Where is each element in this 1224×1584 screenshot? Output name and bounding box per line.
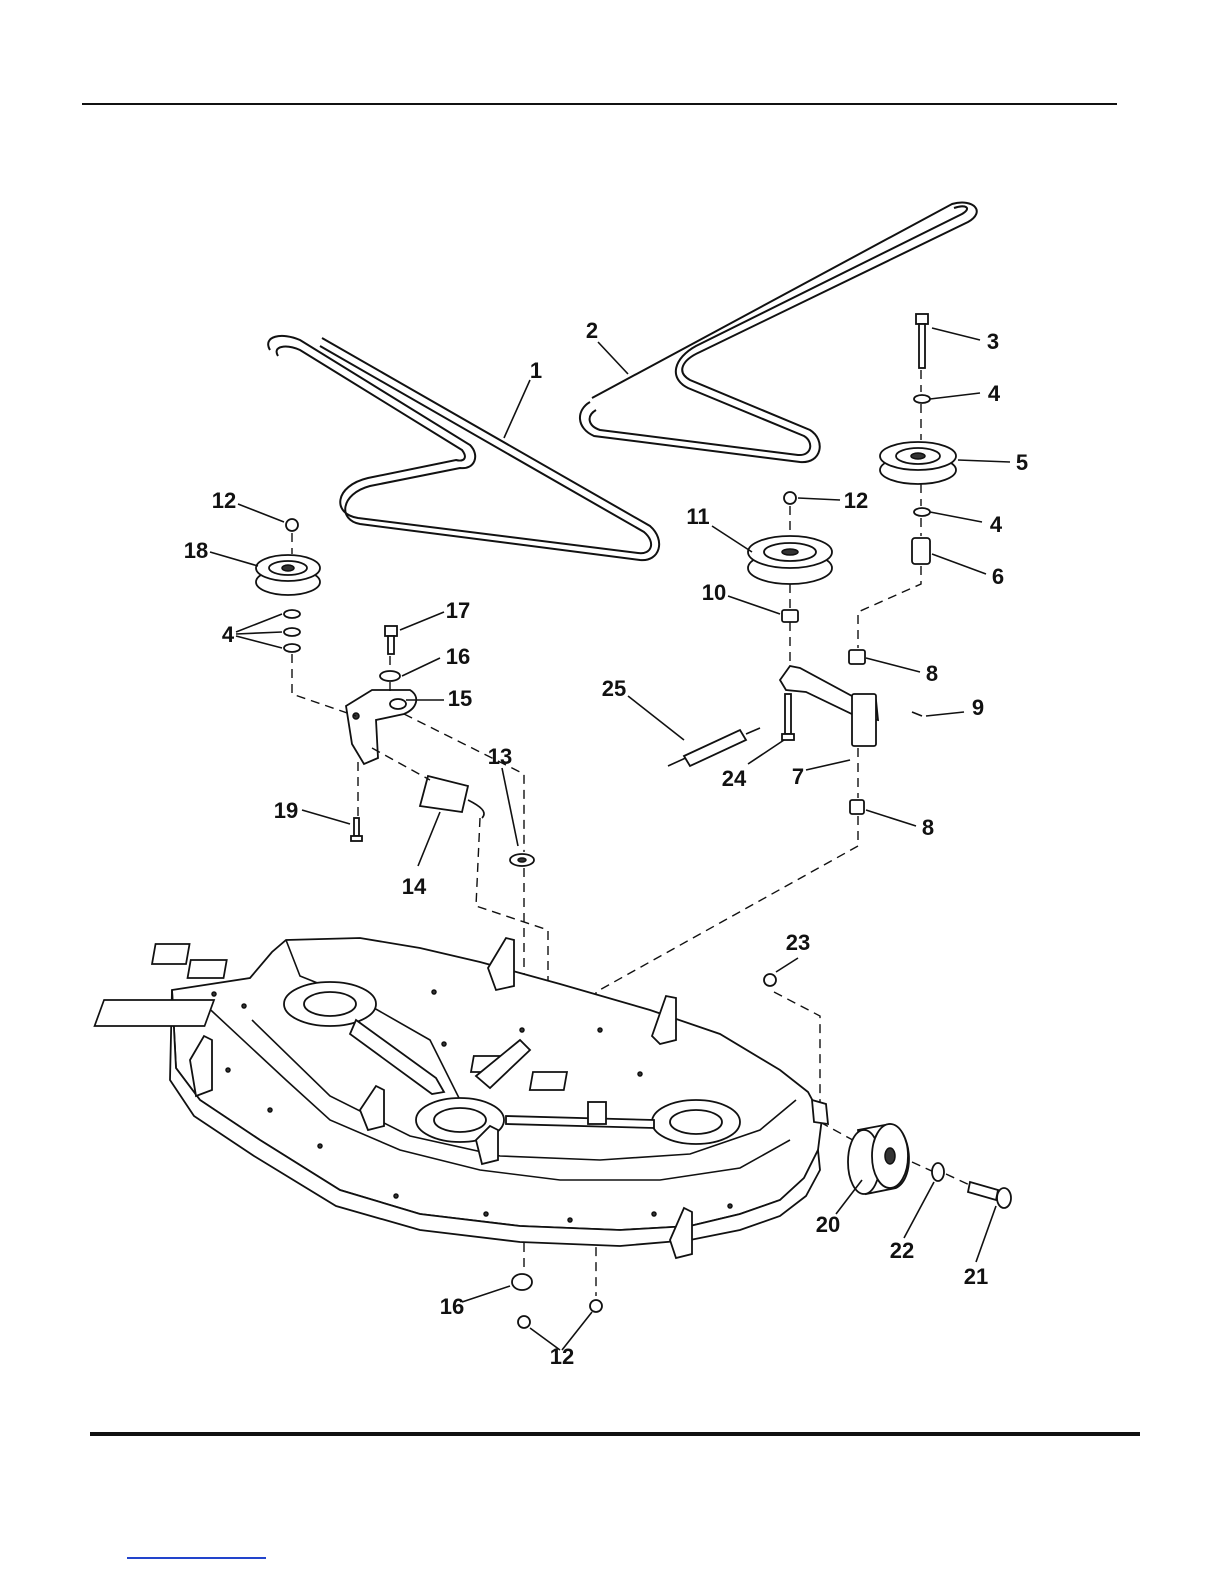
callout-12: 12 [212, 488, 236, 513]
callout-18: 18 [184, 538, 208, 563]
spring-25 [668, 728, 760, 766]
washer-22 [932, 1163, 944, 1181]
callout-16: 16 [446, 644, 470, 669]
callout-15: 15 [448, 686, 472, 711]
callout-8: 8 [922, 815, 934, 840]
bolt-21 [968, 1182, 1011, 1208]
pulley-11 [748, 536, 832, 584]
callout-6: 6 [992, 564, 1004, 589]
callout-13: 13 [488, 744, 512, 769]
washer-4-left-2 [284, 628, 300, 636]
callout-2: 2 [586, 318, 598, 343]
washer-4-lower [914, 508, 930, 516]
callout-16: 16 [440, 1294, 464, 1319]
callout-19: 19 [274, 798, 298, 823]
bushing-8-lower [850, 800, 864, 814]
nut-12-center [784, 492, 796, 504]
nut-12-bottom-right [590, 1300, 602, 1312]
spacer-6 [912, 538, 930, 564]
nut-23 [764, 974, 776, 986]
callout-5: 5 [1016, 450, 1028, 475]
washer-16-upper [380, 671, 400, 681]
callout-3: 3 [987, 329, 999, 354]
callout-10: 10 [702, 580, 726, 605]
callout-4: 4 [222, 622, 235, 647]
callout-24: 24 [722, 766, 747, 791]
callout-25: 25 [602, 676, 626, 701]
callout-20: 20 [816, 1212, 840, 1237]
spring-14 [420, 776, 484, 818]
callout-14: 14 [402, 874, 427, 899]
bolt-3 [916, 314, 928, 368]
bolt-19 [351, 818, 362, 841]
callout-17: 17 [446, 598, 470, 623]
callout-4: 4 [990, 512, 1003, 537]
callout-4: 4 [988, 381, 1001, 406]
nut-12-bottom-left [518, 1316, 530, 1328]
wheel-20 [848, 1124, 909, 1194]
spacer-10 [782, 610, 798, 622]
washer-4-upper [914, 395, 930, 403]
callout-12: 12 [550, 1344, 574, 1369]
callout-9: 9 [972, 695, 984, 720]
pulley-5 [880, 442, 956, 484]
callout-8: 8 [926, 661, 938, 686]
callout-21: 21 [964, 1264, 988, 1289]
belt-2 [580, 203, 977, 463]
washer-13 [510, 854, 534, 866]
pulley-18 [256, 555, 320, 595]
screw-9 [912, 712, 922, 716]
callout-23: 23 [786, 930, 810, 955]
belt-1 [268, 336, 659, 560]
bracket-15 [346, 690, 416, 764]
mower-deck [95, 938, 828, 1258]
bushing-8-upper [849, 650, 865, 664]
callout-7: 7 [792, 764, 804, 789]
callout-1: 1 [530, 358, 542, 383]
nut-12-left [286, 519, 298, 531]
washer-16-lower [512, 1274, 532, 1290]
washer-4-left-1 [284, 610, 300, 618]
callout-12: 12 [844, 488, 868, 513]
callout-11: 11 [686, 504, 709, 529]
bolt-24 [782, 694, 794, 740]
bolt-17 [385, 626, 397, 654]
callout-22: 22 [890, 1238, 914, 1263]
washer-4-left-3 [284, 644, 300, 652]
